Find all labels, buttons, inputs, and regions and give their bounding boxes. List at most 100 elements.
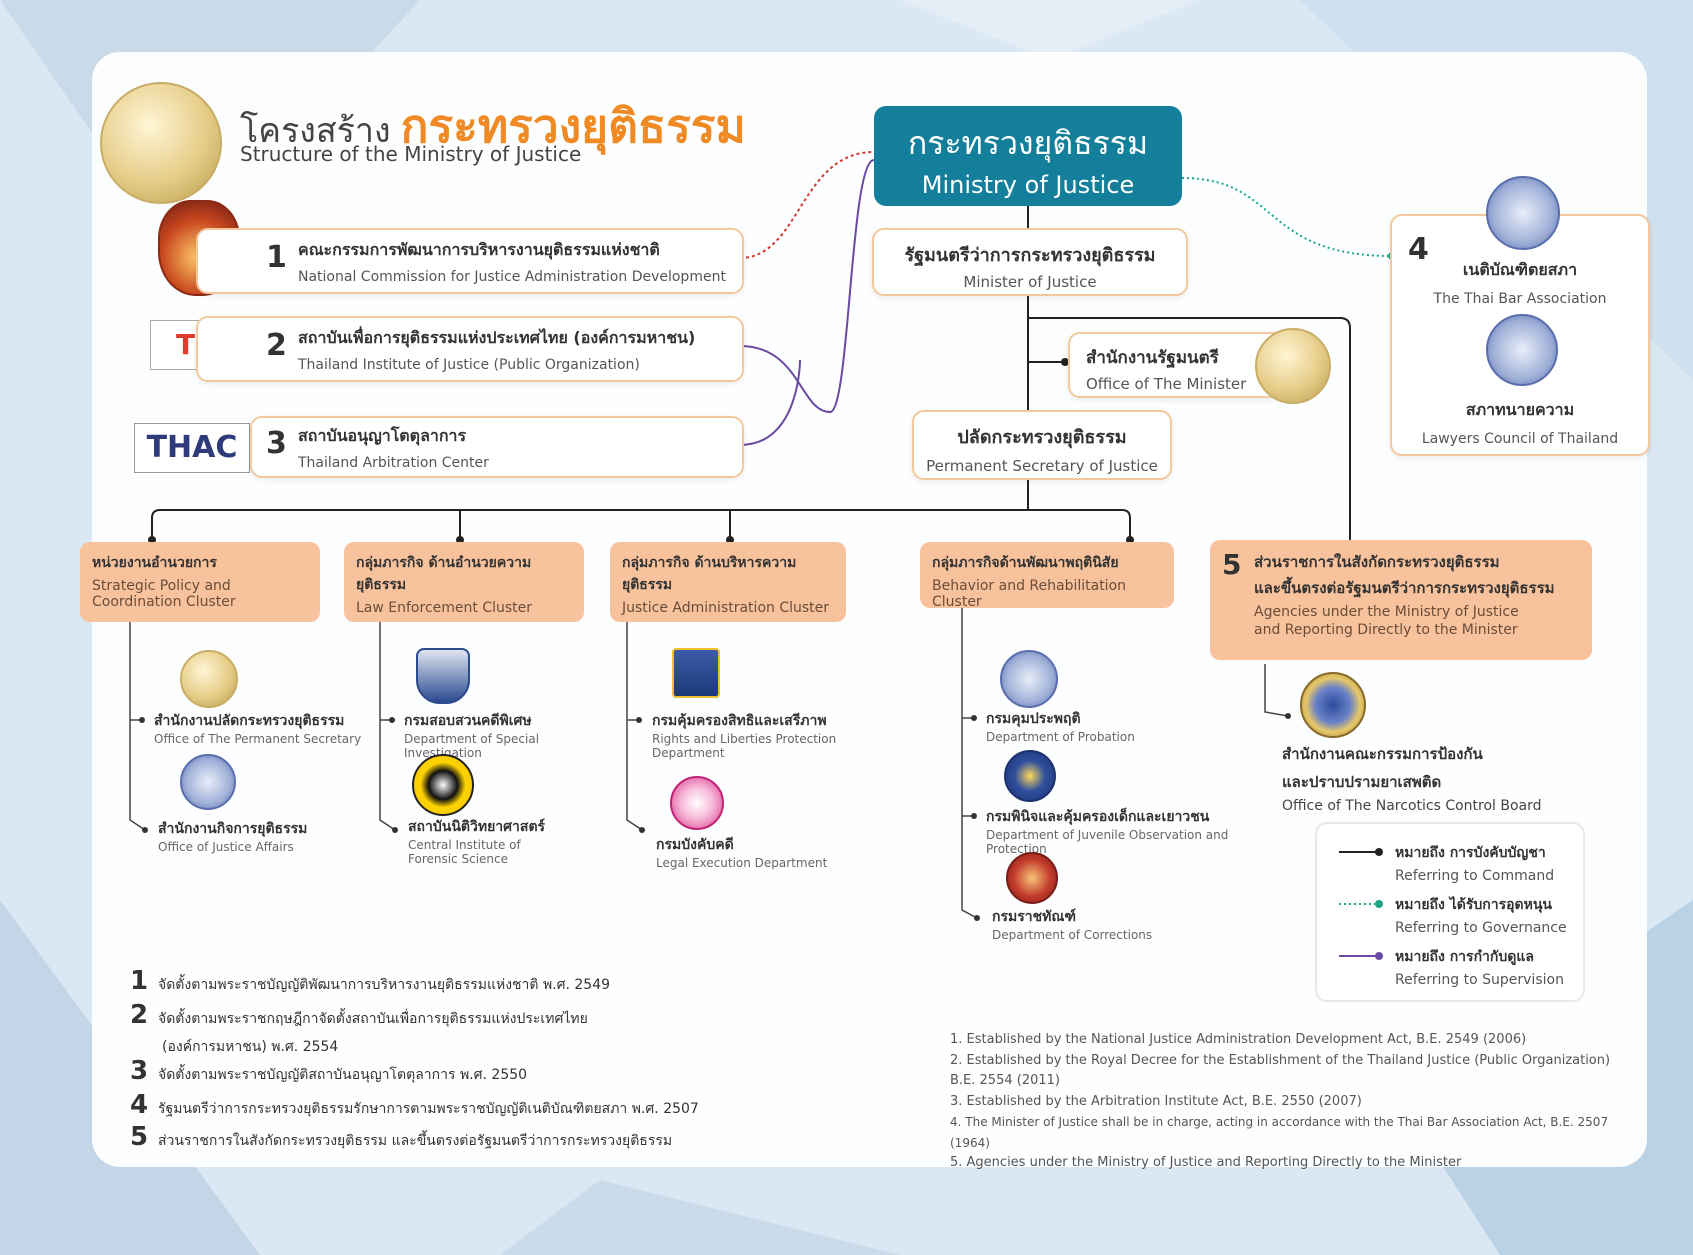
agency-rlpd-th: กรมคุ้มครองสิทธิและเสรีภาพ <box>652 713 827 729</box>
agency-ops-en: Office of The Permanent Secretary <box>154 732 362 746</box>
cluster-law[interactable]: กลุ่มภารกิจ ด้านอำนวยความยุติธรรม Law En… <box>344 542 584 622</box>
agency-corrections[interactable]: กรมราชทัณฑ์ Department of Corrections <box>992 906 1192 942</box>
legend-command-line <box>1339 848 1383 856</box>
corrections-seal-icon <box>1006 852 1058 904</box>
office-minister-en: Office of The Minister <box>1086 375 1247 393</box>
left-org-2[interactable]: 2 สถาบันเพื่อการยุติธรรมแห่งประเทศไทย (อ… <box>196 316 744 382</box>
perm-sec-th: ปลัดกระทรวงยุติธรรม <box>957 427 1127 448</box>
agency-probation-th: กรมคุมประพฤติ <box>986 711 1081 727</box>
legend-supervision: หมายถึง การกำกับดูแล Referring to Superv… <box>1339 946 1564 988</box>
agency-rlpd[interactable]: กรมคุ้มครองสิทธิและเสรีภาพ Rights and Li… <box>652 710 852 760</box>
rights-liberties-emblem-icon <box>672 648 720 698</box>
left-org-1-th: คณะกรรมการพัฒนาการบริหารงานยุติธรรมแห่งช… <box>298 240 660 259</box>
agency-led-en: Legal Execution Department <box>656 856 828 870</box>
footnote-th-1-text: จัดตั้งตามพระราชบัญญัติพัฒนาการบริหารงาน… <box>158 977 611 993</box>
cluster-justice-admin-en: Justice Administration Cluster <box>622 600 830 616</box>
footnote-th-1: 1 จัดตั้งตามพระราชบัญญัติพัฒนาการบริหารงา… <box>130 966 610 996</box>
legal-execution-seal-icon <box>670 776 724 830</box>
agency-juvenile-en: Department of Juvenile Observation and P… <box>986 828 1229 856</box>
footnote-th-4-num: 4 <box>130 1090 149 1120</box>
left-org-3[interactable]: 3 สถาบันอนุญาโตตุลาการ Thailand Arbitrat… <box>250 416 744 478</box>
agency-oncb-th1: สำนักงานคณะกรรมการป้องกัน <box>1282 745 1483 763</box>
cluster-strategic[interactable]: หน่วยงานอำนวยการ Strategic Policy and Co… <box>80 542 320 622</box>
probation-seal-icon <box>1000 650 1058 708</box>
bar-box[interactable]: 4 เนติบัณฑิตยสภา The Thai Bar Associatio… <box>1390 176 1650 456</box>
footnote-th-2-text2: (องค์การมหาชน) พ.ศ. 2554 <box>162 1039 339 1055</box>
cluster-justice-admin[interactable]: กลุ่มภารกิจ ด้านบริหารความยุติธรรม Justi… <box>610 542 846 622</box>
agency-oncb-th2: และปราบปรามยาเสพติด <box>1282 773 1442 791</box>
minister-box[interactable]: รัฐมนตรีว่าการกระทรวงยุติธรรม Minister o… <box>872 228 1188 296</box>
cluster-5-num: 5 <box>1222 548 1242 581</box>
cluster-5[interactable]: 5 ส่วนราชการในสังกัดกระทรวงยุติธรรม และข… <box>1210 540 1592 660</box>
footnote-en-4: 4. The Minister of Justice shall be in c… <box>950 1115 1609 1150</box>
ministry-seal-icon <box>100 82 222 204</box>
page-title: โครงสร้างกระทรวงยุติธรรม <box>240 90 746 163</box>
legend-command: หมายถึง การบังคับบัญชา Referring to Comm… <box>1339 842 1554 884</box>
agency-oncb[interactable]: สำนักงานคณะกรรมการป้องกัน และปราบปรามยาเ… <box>1282 742 1562 814</box>
legend-governance-line <box>1339 900 1383 908</box>
legend-supervision-en: Referring to Supervision <box>1395 972 1564 988</box>
thai-bar-th: เนติบัณฑิตยสภา <box>1462 260 1578 279</box>
agency-cifs-th: สถาบันนิติวิทยาศาสตร์ <box>408 819 546 835</box>
agency-oja-th: สำนักงานกิจการยุติธรรม <box>158 821 308 837</box>
ministry-box[interactable]: กระทรวงยุติธรรม Ministry of Justice <box>874 106 1182 206</box>
legend-governance: หมายถึง ได้รับการอุดหนุน Referring to Go… <box>1339 894 1567 936</box>
left-org-3-en: Thailand Arbitration Center <box>298 455 489 471</box>
footnote-th-1-num: 1 <box>130 966 149 996</box>
agency-cifs[interactable]: สถาบันนิติวิทยาศาสตร์ Central Institute … <box>408 816 568 866</box>
office-minister-th: สำนักงานรัฐมนตรี <box>1086 348 1219 368</box>
cluster-behavior-th: กลุ่มภารกิจด้านพัฒนาพฤตินิสัย <box>932 555 1119 571</box>
minister-th: รัฐมนตรีว่าการกระทรวงยุติธรรม <box>904 245 1156 266</box>
legend-supervision-line <box>1339 952 1383 960</box>
agency-oncb-en: Office of The Narcotics Control Board <box>1282 798 1542 814</box>
footnote-th-3-num: 3 <box>130 1056 149 1086</box>
perm-sec-en: Permanent Secretary of Justice <box>926 457 1158 475</box>
footnote-th-2-num: 2 <box>130 1000 149 1030</box>
lawyers-council-seal-icon <box>1486 314 1558 386</box>
permanent-secretary-office-seal-icon <box>180 650 238 708</box>
cluster-behavior[interactable]: กลุ่มภารกิจด้านพัฒนาพฤตินิสัย Behavior a… <box>920 542 1174 610</box>
footnote-th-3-text: จัดตั้งตามพระราชบัญญัติสถาบันอนุญาโตตุลา… <box>158 1067 528 1083</box>
thac-logo: THAC <box>134 423 250 473</box>
footnotes-en: 1. Established by the National Justice A… <box>950 1030 1650 1174</box>
agency-juvenile[interactable]: กรมพินิจและคุ้มครองเด็กและเยาวชน Departm… <box>986 806 1276 856</box>
agency-ops[interactable]: สำนักงานปลัดกระทรวงยุติธรรม Office of Th… <box>154 710 374 746</box>
footnote-th-2b: (องค์การมหาชน) พ.ศ. 2554 <box>162 1036 338 1058</box>
legend-supervision-th: หมายถึง การกำกับดูแล <box>1395 949 1534 965</box>
agency-cifs-en: Central Institute of Forensic Science <box>408 838 521 866</box>
cluster-5-en2: and Reporting Directly to the Minister <box>1254 622 1518 638</box>
agency-led[interactable]: กรมบังคับคดี Legal Execution Department <box>656 834 856 870</box>
agency-oja-en: Office of Justice Affairs <box>158 840 294 854</box>
juvenile-seal-icon <box>1004 750 1056 802</box>
footnote-en-2: 2. Established by the Royal Decree for t… <box>950 1052 1611 1068</box>
page-subtitle: Structure of the Ministry of Justice <box>240 142 582 166</box>
thai-bar-seal-icon <box>1486 176 1560 250</box>
agency-oja[interactable]: สำนักงานกิจการยุติธรรม Office of Justice… <box>158 818 358 854</box>
agency-dsi-en: Department of Special Investigation <box>404 732 540 760</box>
agency-corrections-th: กรมราชทัณฑ์ <box>992 909 1076 925</box>
legend-command-th: หมายถึง การบังคับบัญชา <box>1395 845 1546 861</box>
footnote-th-4-text: รัฐมนตรีว่าการกระทรวงยุติธรรมรักษาการตาม… <box>158 1101 699 1117</box>
footnote-en-2b: B.E. 2554 (2011) <box>950 1073 1060 1088</box>
perm-sec-box[interactable]: ปลัดกระทรวงยุติธรรม Permanent Secretary … <box>912 410 1172 480</box>
office-minister-box[interactable]: สำนักงานรัฐมนตรี Office of The Minister <box>1068 332 1288 398</box>
agency-probation[interactable]: กรมคุมประพฤติ Department of Probation <box>986 708 1186 744</box>
left-org-3-th: สถาบันอนุญาโตตุลาการ <box>298 426 467 445</box>
legend-governance-th: หมายถึง ได้รับการอุดหนุน <box>1395 897 1552 913</box>
agency-dsi[interactable]: กรมสอบสวนคดีพิเศษ Department of Special … <box>404 710 604 760</box>
footnote-th-5-num: 5 <box>130 1122 149 1152</box>
title-prefix: โครงสร้าง <box>240 111 391 151</box>
narcotics-board-seal-icon <box>1300 672 1366 738</box>
footnote-en-3: 3. Established by the Arbitration Instit… <box>950 1093 1362 1109</box>
cluster-law-th: กลุ่มภารกิจ ด้านอำนวยความยุติธรรม <box>356 555 532 593</box>
lawyers-council-en: Lawyers Council of Thailand <box>1421 431 1619 447</box>
dsi-shield-icon <box>416 648 470 704</box>
minister-en: Minister of Justice <box>963 273 1097 291</box>
footnote-en-5: 5. Agencies under the Ministry of Justic… <box>950 1155 1462 1170</box>
legend: หมายถึง การบังคับบัญชา Referring to Comm… <box>1315 822 1585 1002</box>
left-org-1[interactable]: 1 คณะกรรมการพัฒนาการบริหารงานยุติธรรมแห่… <box>196 228 744 294</box>
agency-led-th: กรมบังคับคดี <box>656 837 734 853</box>
left-org-2-num: 2 <box>266 328 287 363</box>
